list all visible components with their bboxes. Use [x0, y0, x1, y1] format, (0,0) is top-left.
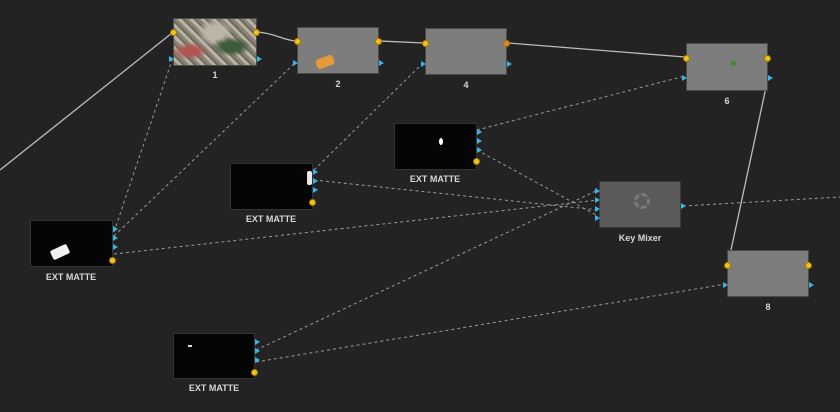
mask-port-1[interactable]	[113, 226, 118, 232]
image-output-port[interactable]	[251, 369, 258, 376]
wire-input-to-node-1[interactable]	[0, 32, 173, 171]
image-input-port[interactable]	[422, 40, 429, 47]
node-8-label: 8	[765, 302, 771, 312]
mask-input-port-2[interactable]	[595, 197, 600, 203]
node-6[interactable]	[682, 43, 773, 91]
node-2-label: 2	[335, 79, 341, 89]
ext-matte-label-2: EXT MATTE	[245, 214, 297, 224]
ext-matte-node-1[interactable]	[30, 220, 118, 267]
image-output-port[interactable]	[253, 29, 260, 36]
wire-matte3-to-key-mixer[interactable]	[476, 149, 599, 217]
mask-input-port-3[interactable]	[595, 206, 600, 212]
wire-node-1-to-node-2[interactable]	[257, 31, 297, 42]
image-output-port[interactable]	[805, 262, 812, 269]
key-mixer-node[interactable]	[595, 181, 686, 228]
mask-port-2[interactable]	[113, 235, 118, 241]
wire-matte1-to-node-1[interactable]	[113, 59, 173, 233]
mask-input-port[interactable]	[682, 75, 687, 81]
wire-matte2-to-node-4[interactable]	[313, 61, 425, 171]
mask-input-port-1[interactable]	[595, 188, 600, 194]
image-input-port[interactable]	[170, 29, 177, 36]
node-8[interactable]	[723, 250, 814, 297]
image-output-port[interactable]	[309, 199, 316, 206]
mask-port-1[interactable]	[255, 339, 260, 345]
node-1-label: 1	[212, 70, 218, 80]
mask-output-port[interactable]	[681, 203, 686, 209]
image-output-port[interactable]	[109, 257, 116, 264]
ext-matte-node-4[interactable]	[173, 333, 260, 379]
orange-object-thumbnail	[314, 54, 336, 70]
image-output-port[interactable]	[503, 40, 510, 47]
node-6-label: 6	[724, 96, 730, 106]
mask-port-1[interactable]	[313, 169, 318, 175]
wire-matte4-to-node-8[interactable]	[255, 283, 727, 363]
wire-node-6-to-node-8[interactable]	[727, 77, 769, 265]
mask-port-3[interactable]	[477, 147, 482, 153]
ext-matte-node-2[interactable]	[230, 163, 318, 210]
city-aerial-thumbnail	[174, 19, 256, 65]
image-output-port[interactable]	[764, 55, 771, 62]
mask-input-port-4[interactable]	[595, 215, 600, 221]
wire-matte2-to-key-mixer[interactable]	[313, 179, 599, 211]
image-output-port[interactable]	[473, 158, 480, 165]
image-input-port[interactable]	[724, 262, 731, 269]
image-output-port[interactable]	[375, 38, 382, 45]
image-input-port[interactable]	[294, 38, 301, 45]
ext-matte-label-1: EXT MATTE	[45, 272, 97, 282]
node-4-label: 4	[463, 80, 469, 90]
node-1[interactable]	[169, 18, 262, 66]
mask-input-port[interactable]	[723, 282, 728, 288]
ext-matte-node-3[interactable]	[394, 123, 482, 170]
mask-port-3[interactable]	[255, 357, 260, 363]
green-dot-thumbnail	[731, 61, 736, 66]
mask-output-port[interactable]	[809, 282, 814, 288]
wire-node-2-to-node-4[interactable]	[379, 40, 425, 44]
mask-port-1[interactable]	[477, 129, 482, 135]
white-shape-matte-thumbnail	[49, 243, 71, 261]
mask-port-2[interactable]	[313, 178, 318, 184]
white-dot-matte-thumbnail	[439, 138, 443, 145]
wire-matte1-to-key-mixer[interactable]	[113, 199, 599, 255]
mask-port-2[interactable]	[255, 348, 260, 354]
key-mixer-label: Key Mixer	[618, 233, 662, 243]
mask-input-port[interactable]	[293, 60, 298, 66]
white-edge-matte-thumbnail	[307, 171, 312, 185]
image-input-port[interactable]	[683, 55, 690, 62]
wire-key-mixer-output[interactable]	[682, 196, 840, 207]
mask-output-port[interactable]	[257, 56, 262, 62]
mask-port-3[interactable]	[113, 244, 118, 250]
mask-output-port[interactable]	[379, 60, 384, 66]
wire-node-4-to-node-6[interactable]	[507, 42, 686, 58]
wire-matte4-to-key-mixer[interactable]	[255, 189, 599, 351]
node-4[interactable]	[421, 28, 512, 75]
node-2[interactable]	[293, 27, 384, 74]
mask-port-2[interactable]	[477, 138, 482, 144]
loading-spinner-icon	[634, 193, 650, 209]
mask-input-port[interactable]	[169, 56, 174, 62]
mask-input-port[interactable]	[421, 61, 426, 67]
ext-matte-label-3: EXT MATTE	[409, 174, 461, 184]
mask-output-port[interactable]	[507, 61, 512, 67]
white-speck-matte-thumbnail	[188, 345, 192, 347]
wire-matte3-to-node-6[interactable]	[476, 75, 686, 131]
mask-port-3[interactable]	[313, 187, 318, 193]
mask-output-port[interactable]	[768, 75, 773, 81]
ext-matte-label-4: EXT MATTE	[188, 383, 240, 393]
